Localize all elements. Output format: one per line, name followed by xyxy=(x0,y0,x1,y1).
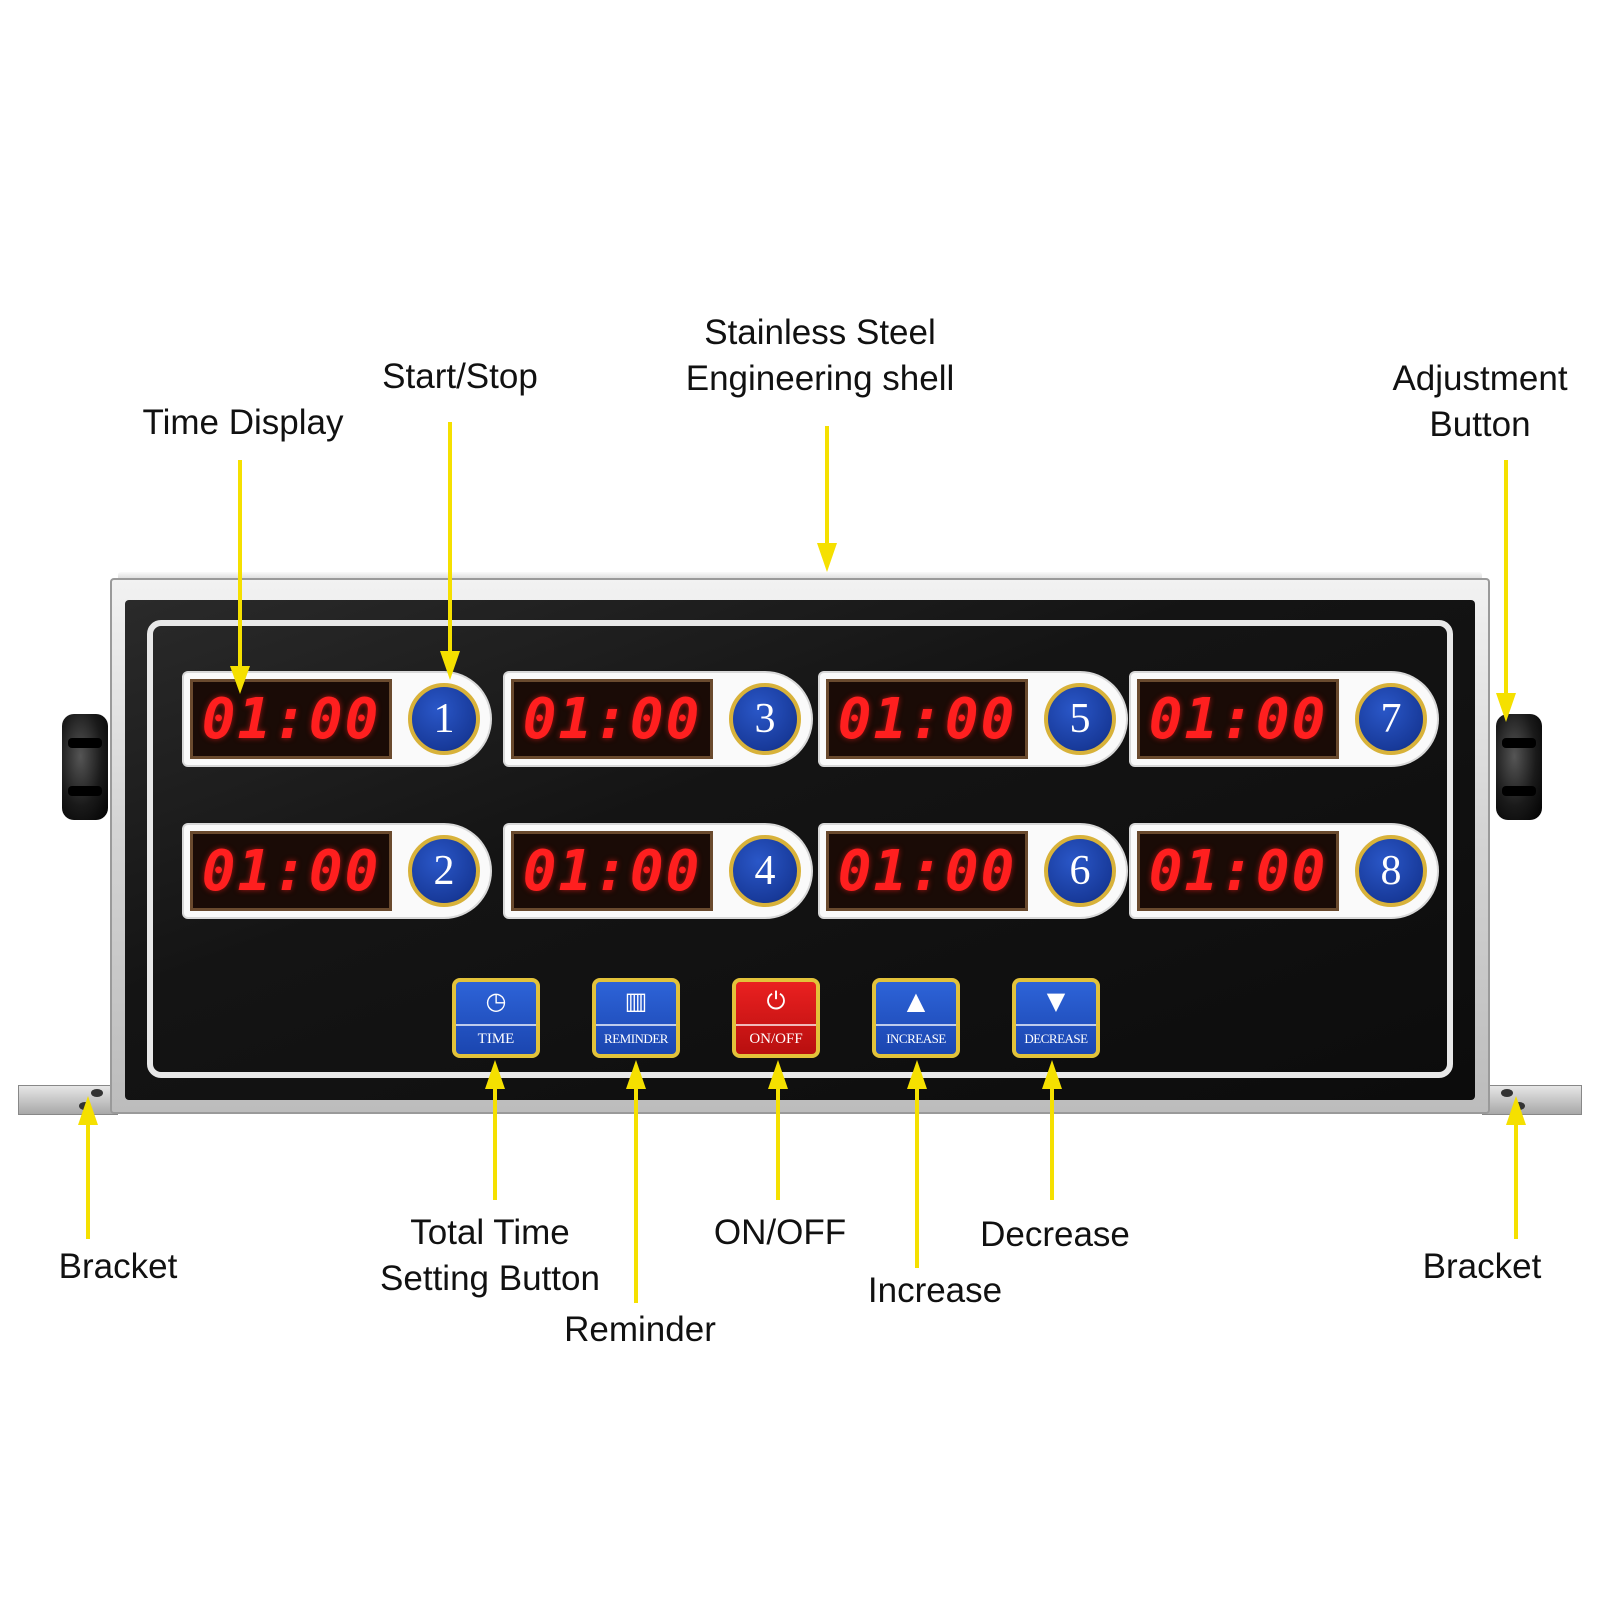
start-stop-button-8[interactable]: 8 xyxy=(1355,835,1427,907)
start-stop-button-2[interactable]: 2 xyxy=(408,835,480,907)
time-button[interactable]: ◷ TIME xyxy=(452,978,540,1058)
timer-module: 01:00 3 xyxy=(505,673,811,765)
on-off-button-label: ON/OFF xyxy=(736,1024,816,1048)
time-display: 01:00 xyxy=(1137,831,1339,911)
reminder-button[interactable]: ▥ REMINDER xyxy=(592,978,680,1058)
label-line: Bracket xyxy=(1422,1247,1542,1286)
timer-module: 01:00 8 xyxy=(1131,825,1437,917)
panel-frame xyxy=(147,620,1453,1078)
label-line: Stainless Steel xyxy=(704,313,936,352)
time-display: 01:00 xyxy=(1137,679,1339,759)
timer-number: 6 xyxy=(1069,848,1091,894)
on-off-button[interactable]: ⏻ ON/OFF xyxy=(732,978,820,1058)
timer-digits: 01:00 xyxy=(522,686,702,752)
timer-digits: 01:00 xyxy=(837,838,1017,904)
label-start-stop: Start/Stop xyxy=(370,354,550,400)
timer-number: 5 xyxy=(1069,696,1091,742)
label-stainless-steel-shell: Stainless Steel Engineering shell xyxy=(660,310,980,402)
reminder-button-label: REMINDER xyxy=(596,1024,676,1048)
timer-digits: 01:00 xyxy=(522,838,702,904)
timer-module: 01:00 6 xyxy=(820,825,1126,917)
label-increase: Increase xyxy=(850,1268,1020,1314)
timer-module: 01:00 7 xyxy=(1131,673,1437,765)
timer-number: 1 xyxy=(433,696,455,742)
triangle-down-icon: ▼ xyxy=(1046,987,1066,1015)
timer-digits: 01:00 xyxy=(1148,686,1328,752)
timer-module: 01:00 4 xyxy=(505,825,811,917)
timer-digits: 01:00 xyxy=(837,686,1017,752)
timer-module: 01:00 5 xyxy=(820,673,1126,765)
label-decrease: Decrease xyxy=(965,1212,1145,1258)
shell-top-edge xyxy=(118,572,1482,582)
label-line: Total Time xyxy=(410,1213,570,1252)
label-line: ON/OFF xyxy=(713,1213,847,1252)
start-stop-button-5[interactable]: 5 xyxy=(1044,683,1116,755)
start-stop-button-1[interactable]: 1 xyxy=(408,683,480,755)
time-button-label: TIME xyxy=(456,1024,536,1048)
timer-digits: 01:00 xyxy=(1148,838,1328,904)
label-line: Decrease xyxy=(980,1215,1130,1254)
increase-button-label: INCREASE xyxy=(876,1024,956,1048)
label-bracket-right: Bracket xyxy=(1412,1244,1552,1290)
label-on-off: ON/OFF xyxy=(700,1210,860,1256)
label-total-time-setting-button: Total Time Setting Button xyxy=(365,1210,615,1302)
timer-number: 7 xyxy=(1380,696,1402,742)
timer-number: 2 xyxy=(433,848,455,894)
label-line: Bracket xyxy=(58,1247,178,1286)
timer-number: 8 xyxy=(1380,848,1402,894)
adjustment-knob[interactable] xyxy=(1496,714,1542,820)
label-bracket-left: Bracket xyxy=(48,1244,188,1290)
time-display: 01:00 xyxy=(190,679,392,759)
time-display: 01:00 xyxy=(190,831,392,911)
time-display: 01:00 xyxy=(511,831,713,911)
clock-icon: ◷ xyxy=(485,987,507,1015)
label-line: Start/Stop xyxy=(382,357,538,396)
left-knob xyxy=(62,714,108,820)
timer-module: 01:00 2 xyxy=(184,825,490,917)
fryer-basket-icon: ▥ xyxy=(624,987,648,1015)
label-time-display: Time Display xyxy=(128,400,358,446)
time-display: 01:00 xyxy=(826,679,1028,759)
label-line: Adjustment xyxy=(1392,359,1568,398)
timer-number: 3 xyxy=(754,696,776,742)
label-line: Setting Button xyxy=(380,1259,600,1298)
decrease-button[interactable]: ▼ DECREASE xyxy=(1012,978,1100,1058)
left-bracket xyxy=(18,1085,118,1115)
time-display: 01:00 xyxy=(826,831,1028,911)
label-line: Engineering shell xyxy=(685,359,955,398)
label-line: Button xyxy=(1429,405,1531,444)
start-stop-button-7[interactable]: 7 xyxy=(1355,683,1427,755)
power-icon: ⏻ xyxy=(766,987,786,1015)
label-line: Time Display xyxy=(142,403,344,442)
increase-button[interactable]: ▲ INCREASE xyxy=(872,978,960,1058)
time-display: 01:00 xyxy=(511,679,713,759)
label-reminder: Reminder xyxy=(550,1307,730,1353)
timer-digits: 01:00 xyxy=(201,838,381,904)
start-stop-button-3[interactable]: 3 xyxy=(729,683,801,755)
start-stop-button-4[interactable]: 4 xyxy=(729,835,801,907)
label-adjustment-button: Adjustment Button xyxy=(1375,356,1585,448)
triangle-up-icon: ▲ xyxy=(906,987,926,1015)
start-stop-button-6[interactable]: 6 xyxy=(1044,835,1116,907)
timer-number: 4 xyxy=(754,848,776,894)
timer-module: 01:00 1 xyxy=(184,673,490,765)
decrease-button-label: DECREASE xyxy=(1016,1024,1096,1048)
label-line: Increase xyxy=(867,1271,1003,1310)
right-bracket xyxy=(1482,1085,1582,1115)
timer-digits: 01:00 xyxy=(201,686,381,752)
label-line: Reminder xyxy=(564,1310,716,1349)
